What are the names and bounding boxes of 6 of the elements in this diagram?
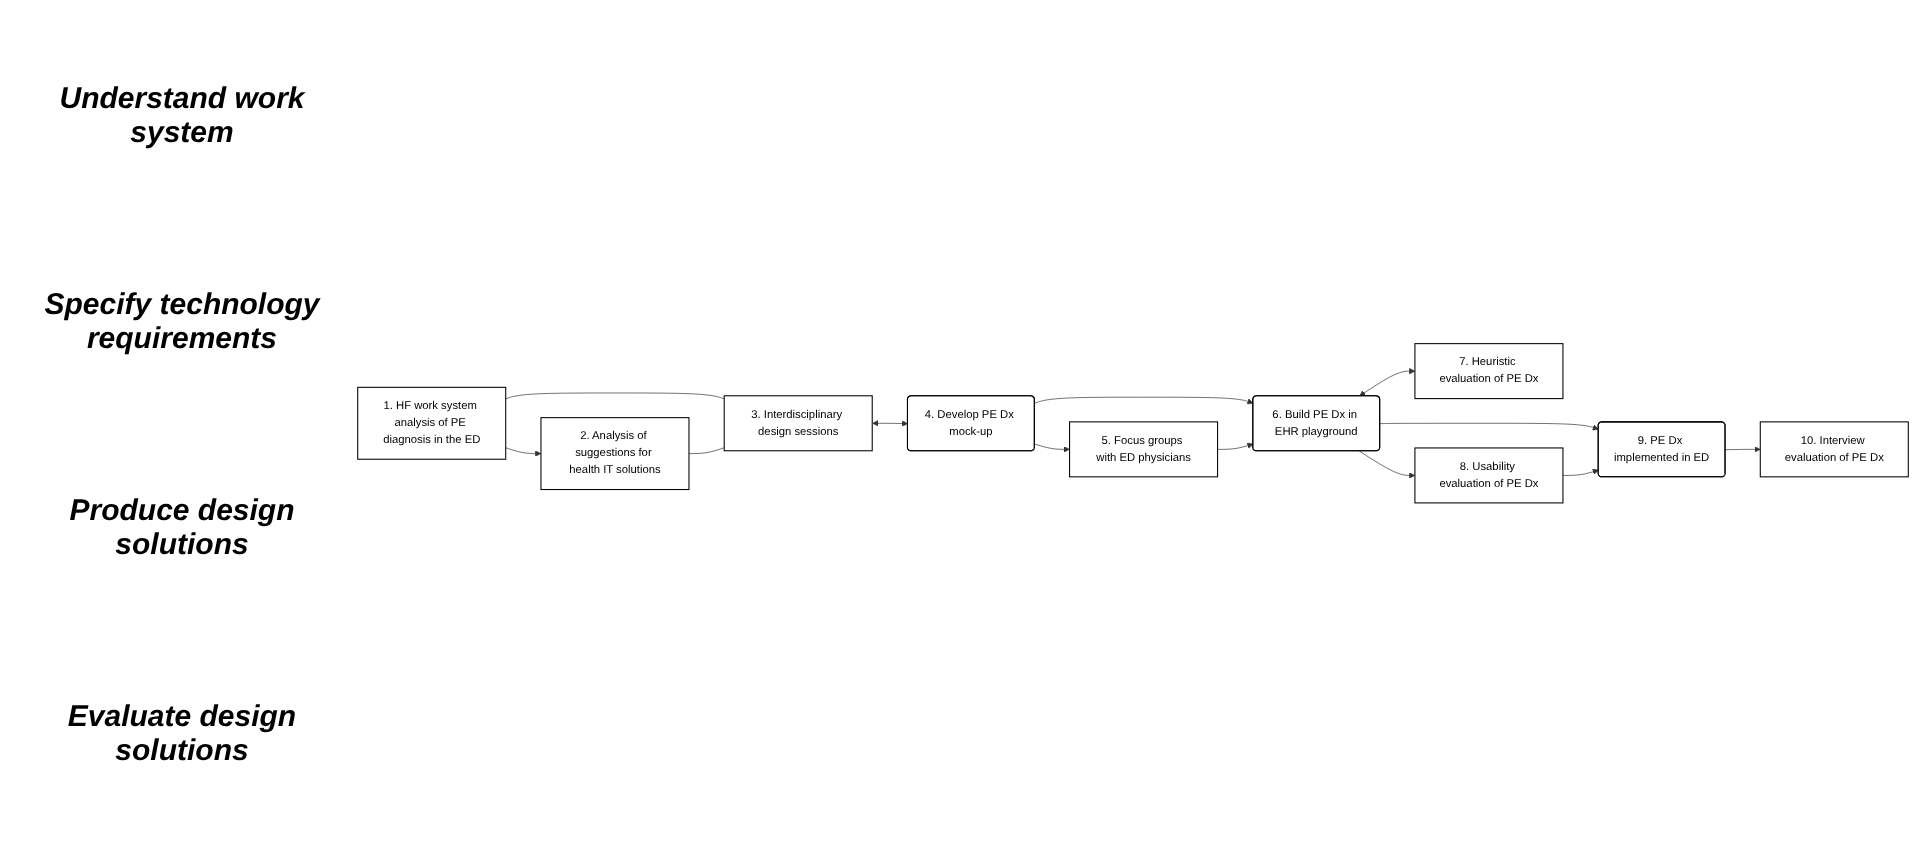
connector bbox=[505, 393, 725, 400]
phase-label: Evaluate design solutions bbox=[65, 697, 299, 771]
phase-label: Understand work system bbox=[57, 79, 308, 153]
connector bbox=[688, 448, 725, 455]
phase-label: Specify technology requirements bbox=[42, 285, 323, 359]
phase-label: Produce design solutions bbox=[67, 491, 297, 565]
